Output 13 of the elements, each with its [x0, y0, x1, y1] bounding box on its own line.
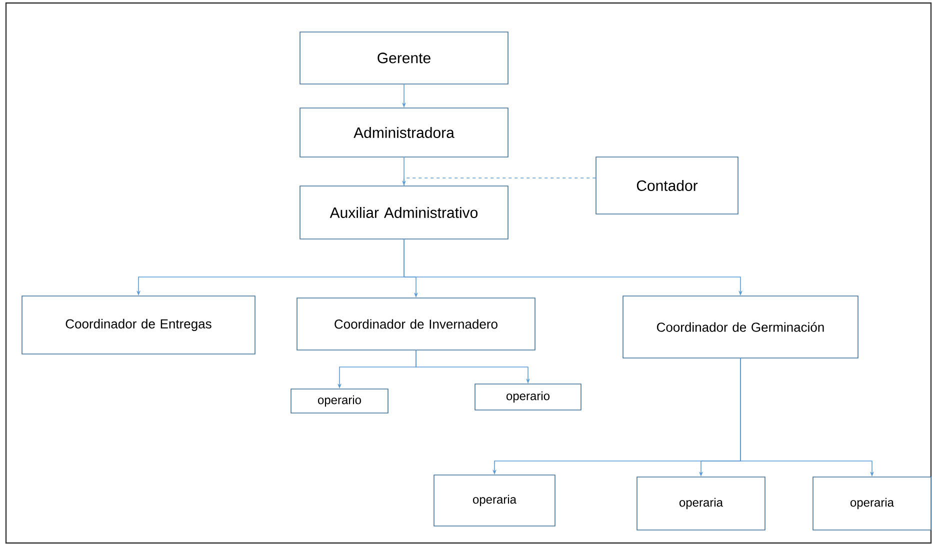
org-box: Coordinador de Invernadero [296, 298, 536, 350]
org-box: Administradora [300, 108, 508, 158]
org-box: operario [290, 388, 388, 414]
org-box: operaria [812, 476, 932, 530]
org-box: Auxiliar Administrativo [300, 186, 508, 240]
org-box: operario [474, 384, 582, 410]
org-box: Gerente [300, 32, 508, 84]
org-box: operaria [636, 476, 766, 530]
dashed-line [404, 178, 596, 186]
org-box: Coordinador de Germinación [622, 296, 858, 358]
org-box: Contador [596, 156, 738, 214]
org-box: Coordinador de Entregas [22, 296, 256, 354]
org-box: operaria [434, 474, 556, 526]
